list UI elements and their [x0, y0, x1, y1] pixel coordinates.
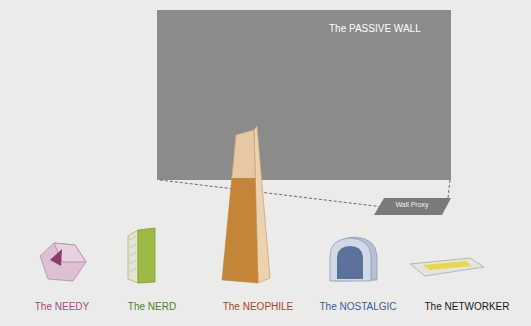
page-line [129, 260, 137, 264]
persona-label: The NEEDY [17, 301, 107, 313]
persona-figure: The NEEDY [17, 236, 107, 316]
page-line [129, 268, 137, 272]
persona-figure: The NETWORKER [402, 252, 531, 316]
page-line [129, 252, 137, 256]
persona-figure: The NERD [107, 224, 197, 316]
projection-line [160, 180, 379, 207]
figure-group [330, 237, 377, 281]
page-line [129, 244, 137, 248]
figure-group [222, 126, 270, 283]
needy-body [40, 243, 86, 281]
persona-label: The NETWORKER [402, 301, 531, 313]
networker-pad [423, 261, 472, 270]
projection-line [448, 180, 450, 198]
persona-figure: The NEOPHILE [200, 122, 316, 316]
node-outline [200, 122, 316, 316]
proxy-panel: Wall Proxy [372, 197, 452, 216]
persona-label: The NOSTALGIC [313, 301, 403, 313]
neophile-lower [222, 178, 258, 283]
panel-label: The PASSIVE WALL [329, 23, 421, 35]
needy-mark [50, 249, 62, 266]
figure-group [40, 243, 86, 281]
networker-plate [410, 258, 484, 276]
wall-fill [157, 10, 451, 180]
node-outline [157, 10, 451, 180]
neophile-front [222, 130, 258, 283]
wall-panel: The PASSIVE WALL [157, 10, 451, 180]
nostalgic-shell [330, 238, 371, 281]
nostalgic-arch [337, 246, 363, 279]
persona-label: The NERD [107, 301, 197, 313]
persona-figure: The NOSTALGIC [313, 232, 403, 316]
figure-group [410, 258, 484, 276]
figure-group [128, 228, 155, 283]
nerd-cover [138, 228, 155, 283]
page-line [129, 236, 137, 240]
nerd-pages [128, 230, 138, 283]
figure-group [157, 10, 451, 180]
persona-label: The NEOPHILE [200, 301, 316, 313]
panel-label: Wall Proxy [372, 201, 452, 209]
